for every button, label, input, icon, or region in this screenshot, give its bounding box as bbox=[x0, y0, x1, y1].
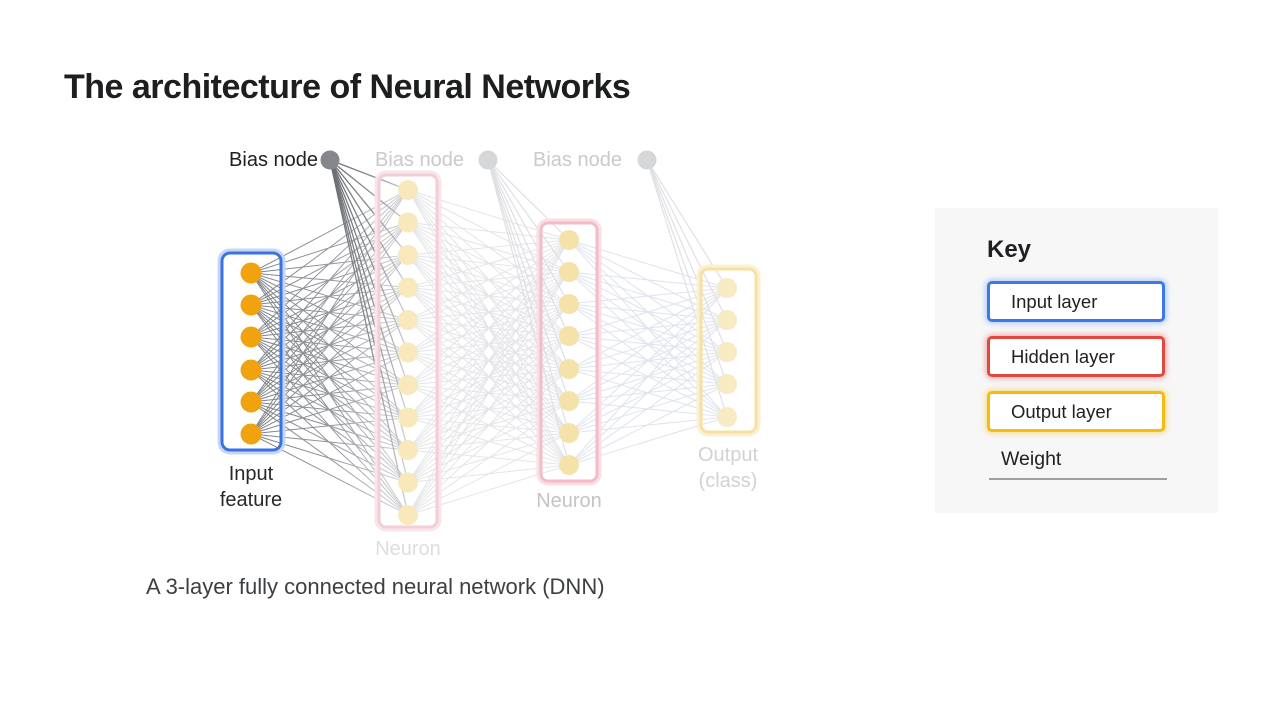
bias-node-2-label: Bias node bbox=[375, 149, 464, 171]
output-class-label-line2: (class) bbox=[698, 470, 758, 492]
key-output-layer-box: Output layer bbox=[987, 391, 1165, 432]
input-feature-label-line1: Input bbox=[228, 463, 274, 485]
key-title: Key bbox=[987, 236, 1032, 263]
key-hidden-layer-box: Hidden layer bbox=[987, 336, 1165, 377]
key-hidden-layer-label: Hidden layer bbox=[1011, 345, 1115, 367]
output-class-label: Output (class) bbox=[653, 442, 803, 494]
key-weight-underline bbox=[989, 478, 1167, 480]
bias-node-3-label: Bias node bbox=[533, 149, 622, 171]
bias-node-1-label: Bias node bbox=[229, 149, 318, 171]
key-output-layer-label: Output layer bbox=[1011, 400, 1112, 422]
output-class-label-line1: Output bbox=[697, 444, 759, 466]
hidden-layer-2-neuron-label: Neuron bbox=[536, 490, 602, 512]
hidden-layer-1-neuron-label: Neuron bbox=[375, 538, 441, 560]
key-input-layer-box: Input layer bbox=[987, 281, 1165, 322]
input-feature-label: Input feature bbox=[181, 461, 321, 513]
key-legend-panel: Key Input layer Hidden layer Output laye… bbox=[935, 208, 1218, 513]
input-feature-label-line2: feature bbox=[219, 489, 283, 511]
key-input-layer-label: Input layer bbox=[1011, 290, 1098, 312]
key-weight-label: Weight bbox=[1001, 448, 1062, 470]
diagram-caption: A 3-layer fully connected neural network… bbox=[146, 574, 605, 599]
page-title: The architecture of Neural Networks bbox=[64, 68, 631, 106]
